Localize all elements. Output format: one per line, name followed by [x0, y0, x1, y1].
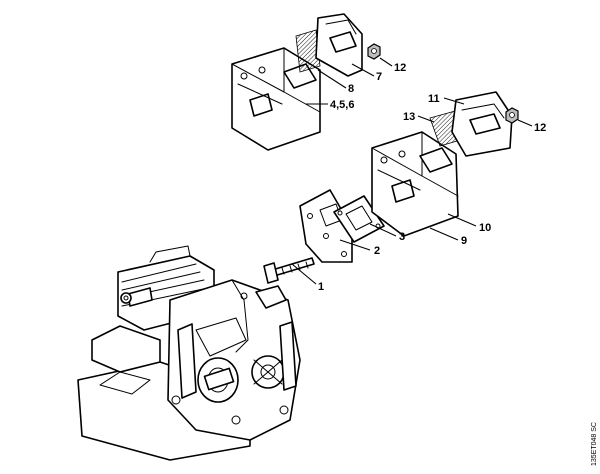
nut-part-12-right — [505, 107, 519, 124]
muffler-part-9-10 — [371, 131, 459, 237]
callout-11: 11 — [428, 93, 440, 105]
muffler-part-4-5-6 — [231, 47, 321, 151]
callout-8: 8 — [348, 83, 354, 95]
screen-part-8 — [295, 29, 321, 73]
callout-9: 9 — [461, 235, 467, 247]
callout-2: 2 — [374, 245, 380, 257]
callout-labels: 1 2 3 4,5,6 7 8 9 10 11 12 12 13 — [318, 62, 546, 293]
leader-lines — [291, 57, 533, 285]
callout-10: 10 — [479, 222, 491, 234]
callout-1: 1 — [318, 281, 324, 293]
callout-13: 13 — [403, 111, 415, 123]
nut-part-12-top — [367, 43, 381, 60]
reference-code: 135ET048 SC — [591, 422, 598, 466]
engine-crankcase — [77, 245, 301, 461]
callout-3: 3 — [399, 231, 405, 243]
callout-12-right: 12 — [534, 122, 546, 134]
callout-7: 7 — [376, 71, 382, 83]
cover-plate-part-7 — [315, 13, 363, 77]
screw-part-1 — [263, 257, 315, 284]
callout-4-5-6: 4,5,6 — [330, 99, 354, 111]
cover-plate-part-11 — [451, 91, 513, 157]
callout-12-top: 12 — [394, 62, 406, 74]
